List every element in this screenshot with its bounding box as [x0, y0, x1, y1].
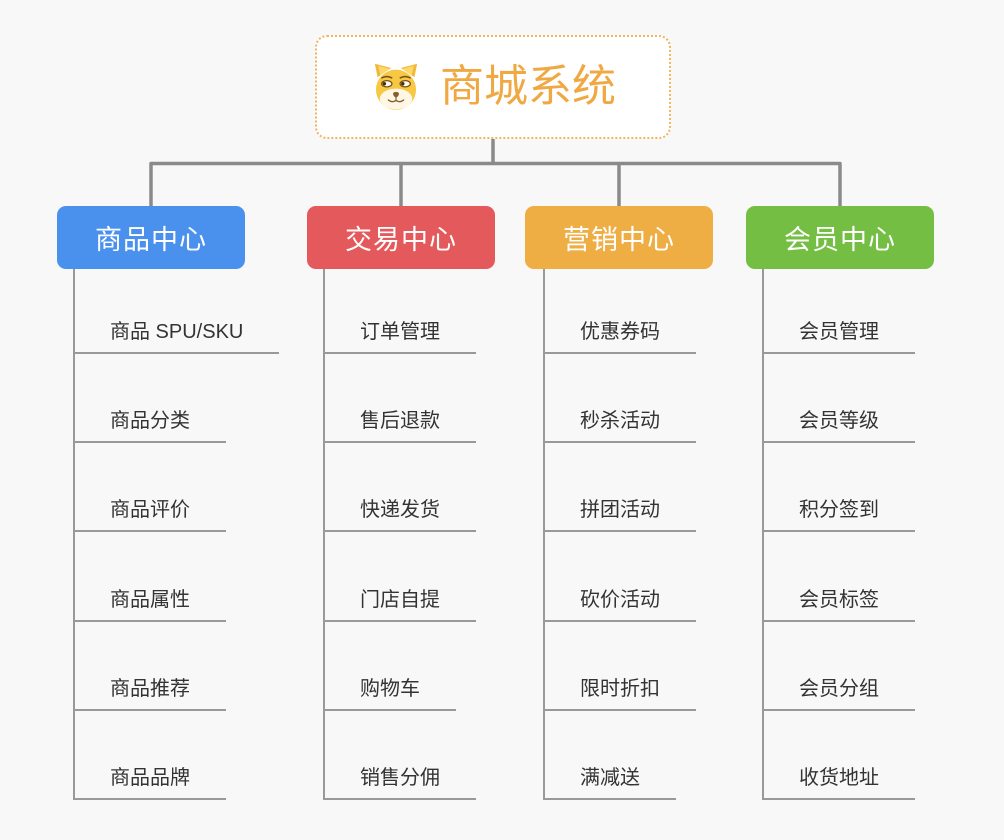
child-row: 会员标签: [764, 532, 915, 622]
child-row: 商品推荐: [75, 622, 226, 711]
root-node-mall-system[interactable]: 商城系统: [315, 35, 671, 139]
child-node-trade-center-0[interactable]: 订单管理: [325, 319, 476, 354]
child-row: 商品品牌: [75, 711, 226, 800]
child-row: 限时折扣: [545, 622, 696, 711]
child-row: 拼团活动: [545, 443, 696, 533]
child-row: 砍价活动: [545, 532, 696, 622]
child-node-product-center-0[interactable]: 商品 SPU/SKU: [75, 319, 280, 354]
child-node-marketing-center-0[interactable]: 优惠券码: [545, 319, 696, 354]
child-node-marketing-center-4[interactable]: 限时折扣: [545, 676, 696, 711]
branch-node-marketing-center[interactable]: 营销中心: [525, 206, 713, 269]
child-node-trade-center-4[interactable]: 购物车: [325, 676, 456, 711]
child-row: 订单管理: [325, 269, 476, 354]
root-node-title: 商城系统: [440, 62, 616, 111]
child-node-member-center-5[interactable]: 收货地址: [764, 765, 915, 800]
child-node-product-center-2[interactable]: 商品评价: [75, 497, 226, 533]
child-node-trade-center-3[interactable]: 门店自提: [325, 587, 476, 622]
dog-face-icon: [374, 63, 418, 110]
child-row: 商品分类: [75, 354, 226, 444]
branch-label: 商品中心: [95, 225, 207, 255]
branch-node-member-center[interactable]: 会员中心: [746, 206, 934, 269]
child-row: 满减送: [545, 711, 676, 800]
child-node-product-center-5[interactable]: 商品品牌: [75, 765, 226, 800]
child-node-member-center-0[interactable]: 会员管理: [764, 319, 915, 354]
branch-bus-line: [149, 161, 842, 206]
child-node-trade-center-1[interactable]: 售后退款: [325, 408, 476, 444]
branch-label: 交易中心: [345, 225, 457, 255]
child-node-product-center-4[interactable]: 商品推荐: [75, 676, 226, 711]
child-row: 商品属性: [75, 532, 226, 622]
child-node-marketing-center-1[interactable]: 秒杀活动: [545, 408, 696, 444]
branch-label: 营销中心: [563, 225, 675, 255]
child-node-marketing-center-2[interactable]: 拼团活动: [545, 497, 696, 533]
branch-children-member-center: 会员管理会员等级积分签到会员标签会员分组收货地址: [762, 269, 915, 800]
child-row: 秒杀活动: [545, 354, 696, 444]
child-row: 商品评价: [75, 443, 226, 533]
child-node-member-center-4[interactable]: 会员分组: [764, 676, 915, 711]
branch-children-product-center: 商品 SPU/SKU 商品分类商品评价商品属性商品推荐商品品牌: [73, 269, 280, 800]
child-row: 售后退款: [325, 354, 476, 444]
child-node-product-center-1[interactable]: 商品分类: [75, 408, 226, 444]
child-row: 优惠券码: [545, 269, 696, 354]
child-row: 收货地址: [764, 711, 915, 800]
child-row: 销售分佣: [325, 711, 476, 800]
child-node-member-center-1[interactable]: 会员等级: [764, 408, 915, 444]
child-node-marketing-center-3[interactable]: 砍价活动: [545, 587, 696, 622]
child-row: 积分签到: [764, 443, 915, 533]
child-row: 会员分组: [764, 622, 915, 711]
child-row: 购物车: [325, 622, 456, 711]
child-node-marketing-center-5[interactable]: 满减送: [545, 765, 676, 800]
child-row: 门店自提: [325, 532, 476, 622]
child-node-trade-center-5[interactable]: 销售分佣: [325, 765, 476, 800]
child-node-member-center-2[interactable]: 积分签到: [764, 497, 915, 533]
branch-node-trade-center[interactable]: 交易中心: [307, 206, 495, 269]
child-row: 会员等级: [764, 354, 915, 444]
branch-children-trade-center: 订单管理售后退款快递发货门店自提购物车销售分佣: [323, 269, 476, 800]
child-row: 会员管理: [764, 269, 915, 354]
child-node-product-center-3[interactable]: 商品属性: [75, 587, 226, 622]
branch-children-marketing-center: 优惠券码秒杀活动拼团活动砍价活动限时折扣满减送: [543, 269, 696, 800]
branch-label: 会员中心: [784, 225, 896, 255]
child-row: 快递发货: [325, 443, 476, 533]
child-node-trade-center-2[interactable]: 快递发货: [325, 497, 476, 533]
child-row: 商品 SPU/SKU: [75, 269, 280, 354]
child-node-member-center-3[interactable]: 会员标签: [764, 587, 915, 622]
branch-node-product-center[interactable]: 商品中心: [57, 206, 245, 269]
